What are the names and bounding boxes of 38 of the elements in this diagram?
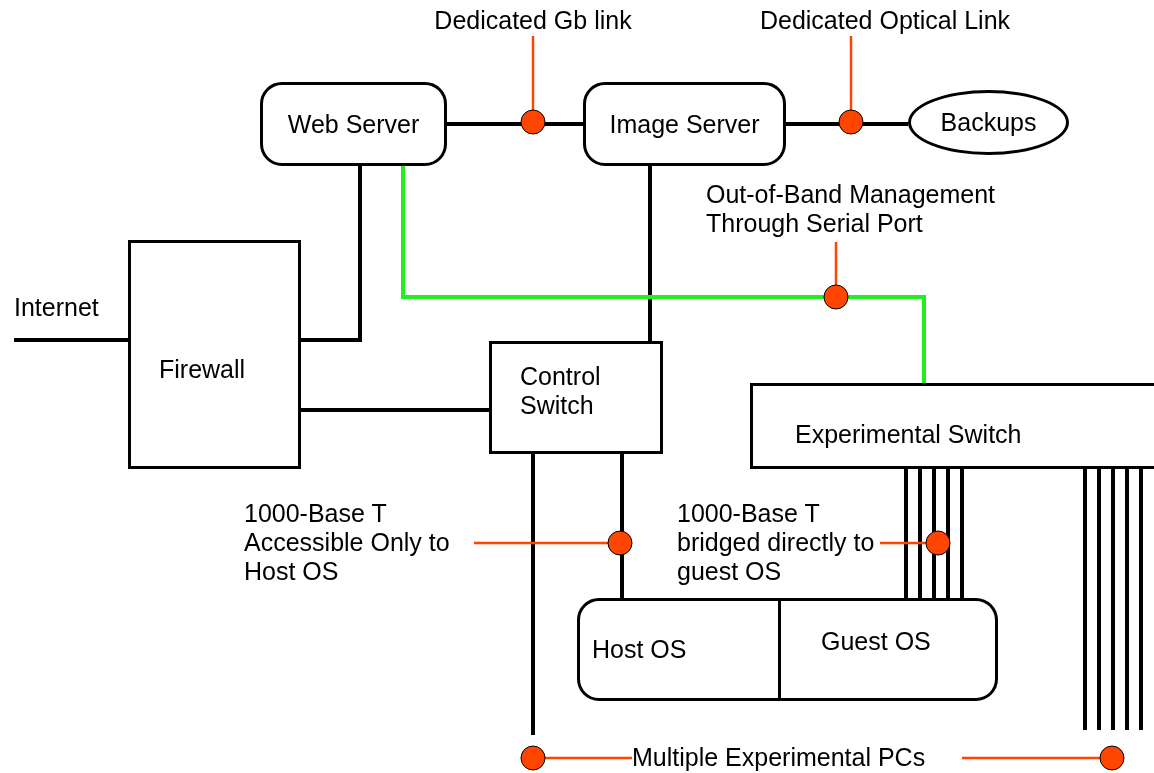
network-cable-line [1083,469,1087,730]
network-label: Internet [14,293,124,340]
callout-text: Multiple Experimental PCs [632,743,962,773]
network-cable-line [14,338,128,342]
network-cable-line [1139,469,1143,730]
leader-line [520,745,632,771]
leader-line [880,530,951,556]
leader-line [474,530,633,556]
leader-line [520,36,546,135]
os-box: Guest OS [781,598,998,701]
callout-text: Dedicated Optical Link [730,6,1040,36]
network-cable-line [1111,469,1115,730]
network-cable-line [1125,469,1129,730]
server-box: Web Server [260,82,447,166]
callout-text: 1000-Base T bridged directly to guest OS [677,499,880,587]
leader-line [838,36,864,135]
os-box: Host OS [577,598,781,701]
switch-box: Experimental Switch [750,383,1154,469]
network-cable-line [1097,469,1101,730]
network-cable-line [932,469,936,598]
callout-text: Out-of-Band Management Through Serial Port [706,180,1056,242]
leader-line [823,242,849,310]
network-cable-line [531,454,535,735]
network-cable-line [301,166,362,342]
network-cable-line [301,408,489,412]
network-cable-line [648,166,652,341]
leader-line [962,745,1125,771]
server-box: Image Server [583,82,786,166]
callout-text: Dedicated Gb link [405,6,661,36]
switch-box: Control Switch [489,341,663,454]
serial-cable-line [401,166,926,383]
backup-ellipse: Backups [908,90,1069,155]
network-cable-line [946,469,950,598]
callout-text: 1000-Base T Accessible Only to Host OS [244,499,474,587]
firewall-box: Firewall [128,240,301,469]
network-cable-line [904,469,908,598]
network-cable-line [918,469,922,598]
network-cable-line [960,469,964,598]
